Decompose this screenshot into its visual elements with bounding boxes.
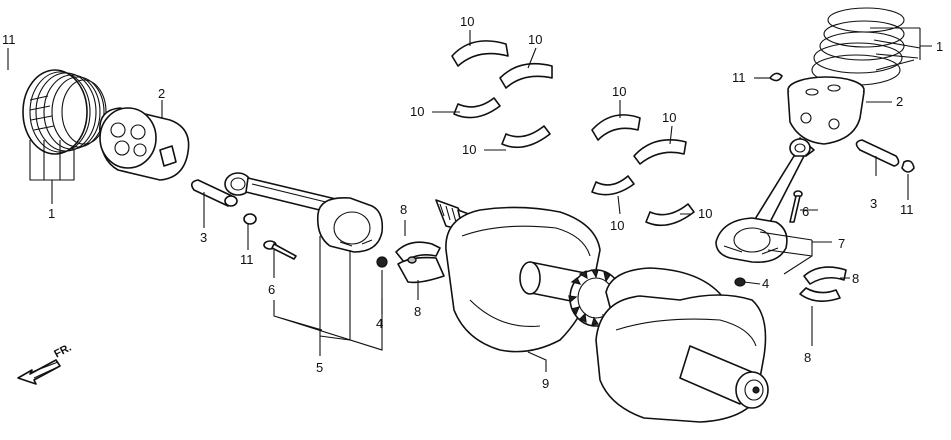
callout-3-left: 3 (200, 230, 207, 245)
right-rod-bolt (789, 190, 803, 223)
right-pin-clip-upper (769, 72, 783, 82)
callout-8-upper-left: 8 (400, 202, 407, 217)
callout-11-right-upper: 11 (732, 70, 746, 85)
right-piston-rings (811, 7, 905, 86)
left-piston-rings (22, 69, 107, 155)
callout-3-right: 3 (870, 196, 877, 211)
left-rod-bolt (263, 240, 297, 260)
callout-10-h: 10 (698, 206, 712, 221)
left-piston-pin (190, 179, 238, 207)
left-piston (99, 107, 190, 181)
callout-4-right: 4 (762, 276, 769, 291)
callout-labels: 11 1 2 3 11 6 5 4 8 8 9 10 10 10 10 10 1… (2, 14, 943, 391)
callout-1-right: 1 (936, 39, 943, 54)
callout-11-right-lower: 11 (900, 202, 914, 217)
right-connecting-rod (715, 138, 811, 264)
main-bearings (451, 40, 695, 227)
callout-2-right: 2 (896, 94, 903, 109)
right-nut (734, 277, 746, 287)
right-pin-clip-lower (901, 160, 915, 173)
callout-1-left: 1 (48, 206, 55, 221)
callout-6-right: 6 (802, 204, 809, 219)
left-connecting-rod (224, 172, 384, 253)
callout-10-c: 10 (410, 104, 424, 119)
callout-10-b: 10 (528, 32, 542, 47)
front-label: FR. (52, 342, 73, 361)
crankshaft (435, 199, 769, 423)
callout-8-upper-right: 8 (852, 271, 859, 286)
callout-8-lower-left: 8 (414, 304, 421, 319)
callout-8-lower-right: 8 (804, 350, 811, 365)
right-piston-pin (855, 139, 900, 167)
callout-9: 9 (542, 376, 549, 391)
callout-4-left: 4 (376, 316, 383, 331)
left-rod-bearing (395, 241, 445, 284)
callout-10-f: 10 (662, 110, 676, 125)
leader-lines (7, 27, 932, 372)
callout-7: 7 (838, 236, 845, 251)
left-nut (376, 256, 388, 268)
callout-6-left: 6 (268, 282, 275, 297)
right-piston (787, 76, 865, 157)
callout-11-left: 11 (2, 32, 16, 47)
callout-10-g: 10 (610, 218, 624, 233)
left-pin-clip (243, 213, 257, 225)
callout-5: 5 (316, 360, 323, 375)
callout-10-a: 10 (460, 14, 474, 29)
callout-10-d: 10 (462, 142, 476, 157)
front-direction-indicator: FR. (17, 342, 74, 385)
callout-10-e: 10 (612, 84, 626, 99)
callout-11-mid: 11 (240, 252, 254, 267)
callout-2-left: 2 (158, 86, 165, 101)
right-rod-bearing (799, 266, 847, 302)
